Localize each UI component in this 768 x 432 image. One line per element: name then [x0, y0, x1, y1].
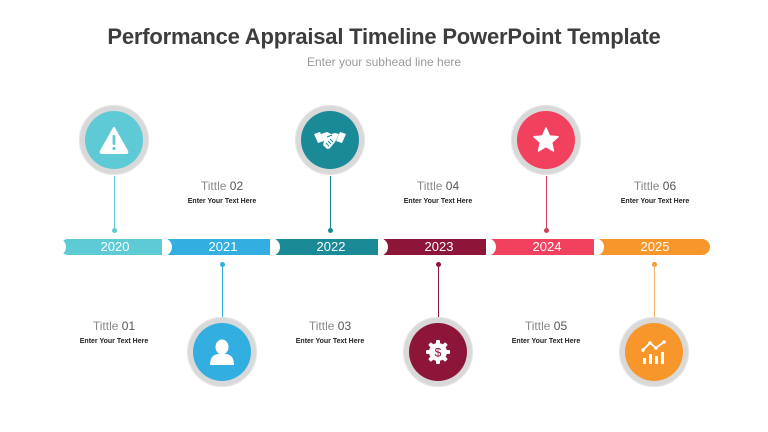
milestone-title: Tittle 02 — [200, 179, 244, 193]
connector-line — [437, 264, 439, 318]
milestone-circle-2025 — [619, 317, 689, 387]
milestone-title: Tittle 06 — [633, 179, 677, 193]
milestone-circle-2020 — [79, 105, 149, 175]
milestone-text: Enter Your Text Here — [187, 198, 257, 205]
connector-dot — [112, 228, 117, 233]
milestone-circle-2021 — [187, 317, 257, 387]
segment-2025: 2025 — [594, 238, 710, 256]
warning-icon — [99, 127, 129, 154]
year-label: 2025 — [640, 239, 670, 254]
connector-dot — [544, 228, 549, 233]
handshake-icon — [314, 132, 346, 149]
star-icon — [533, 127, 559, 152]
segment-2022: 2022 — [270, 238, 386, 256]
connector-line — [329, 176, 331, 230]
segment-2020: 2020 — [56, 238, 170, 256]
milestone-label-03: Tittle 03 Enter Your Text Here — [270, 319, 390, 345]
year-label: 2024 — [532, 239, 562, 254]
milestone-text: Enter Your Text Here — [79, 338, 149, 345]
milestone-title: Tittle 04 — [416, 179, 460, 193]
milestone-title: Tittle 03 — [308, 319, 352, 333]
user-icon — [210, 339, 234, 365]
milestone-label-05: Tittle 05 Enter Your Text Here — [486, 319, 606, 345]
slide-title: Performance Appraisal Timeline PowerPoin… — [107, 24, 661, 49]
milestone-label-06: Tittle 06 Enter Your Text Here — [595, 179, 715, 205]
dollar-gear-icon: $ — [426, 340, 450, 364]
connector-line — [653, 264, 655, 318]
milestone-circle-2023: $ — [403, 317, 473, 387]
milestone-circle-2024 — [511, 105, 581, 175]
connector-dot — [328, 228, 333, 233]
milestone-label-01: Tittle 01 Enter Your Text Here — [54, 319, 174, 345]
year-label: 2020 — [100, 239, 130, 254]
year-label: 2022 — [316, 239, 346, 254]
svg-text:$: $ — [435, 346, 442, 360]
milestone-text: Enter Your Text Here — [295, 338, 365, 345]
milestone-label-04: Tittle 04 Enter Your Text Here — [378, 179, 498, 205]
milestone-text: Enter Your Text Here — [511, 338, 581, 345]
milestone-circle-2022 — [295, 105, 365, 175]
milestone-text: Enter Your Text Here — [403, 198, 473, 205]
milestone-title: Tittle 05 — [524, 319, 568, 333]
milestone-title: Tittle 01 — [92, 319, 136, 333]
connector-line — [221, 264, 223, 318]
timeline-bar: 2020 2021 2022 2023 2024 2025 — [56, 238, 710, 256]
connector-line — [545, 176, 547, 230]
segment-2024: 2024 — [486, 238, 602, 256]
segment-2023: 2023 — [378, 238, 494, 256]
segment-2021: 2021 — [162, 238, 278, 256]
milestone-text: Enter Your Text Here — [620, 198, 690, 205]
slide-subtitle: Enter your subhead line here — [306, 55, 462, 69]
milestone-label-02: Tittle 02 Enter Your Text Here — [162, 179, 282, 205]
year-label: 2021 — [208, 239, 238, 254]
year-label: 2023 — [424, 239, 454, 254]
connector-line — [113, 176, 115, 230]
growth-chart-icon — [641, 340, 666, 364]
